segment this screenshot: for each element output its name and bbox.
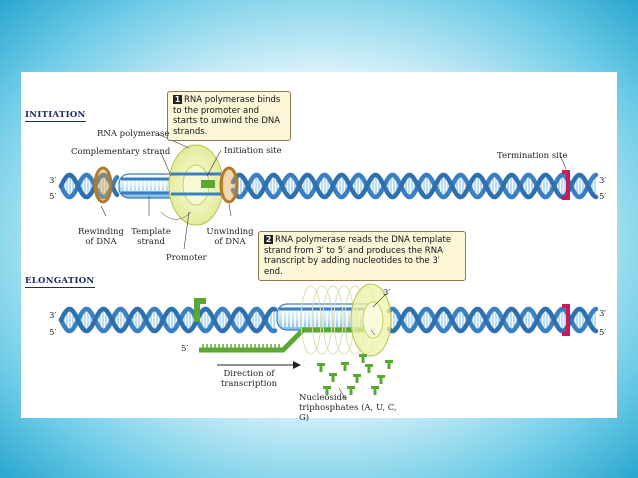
step-1-text: RNA polymerase binds to the promoter and… xyxy=(173,95,281,137)
end-5-left-2: 5′ xyxy=(49,328,57,338)
label-promoter: Promoter xyxy=(166,253,207,263)
step-2-badge: 2 xyxy=(264,235,273,244)
label-rna-polymerase: RNA polymerase xyxy=(97,129,170,139)
rna-3-end: 3′ xyxy=(383,288,391,298)
rewinding-arrow xyxy=(93,166,113,204)
direction-arrow xyxy=(217,361,301,369)
label-nucleoside-triphosphates: Nucleoside triphosphates (A, U, C, G) xyxy=(299,393,397,423)
label-template-strand: Template strand xyxy=(131,227,171,247)
rna-transcript xyxy=(199,327,371,353)
dna-helix-initiation xyxy=(58,172,599,200)
label-unwinding-of-dna: Unwinding of DNA xyxy=(206,227,254,247)
label-direction-of-transcription: Direction of transcription xyxy=(220,369,278,389)
rna-polymerase-initiation xyxy=(160,144,224,226)
end-3-left-2: 3′ xyxy=(49,311,57,321)
transcription-diagram xyxy=(58,133,599,401)
label-complementary-strand: Complementary strand xyxy=(71,147,171,157)
step-2-text: RNA polymerase reads the DNA template st… xyxy=(264,235,452,277)
end-3-left-1: 3′ xyxy=(49,176,57,186)
label-initiation-site: Initiation site xyxy=(224,146,282,156)
end-5-right-2: 5′ xyxy=(599,328,607,338)
end-3-right-2: 3′ xyxy=(599,309,607,319)
leader-lines xyxy=(100,133,567,401)
rna-5-end: 5′ xyxy=(181,344,189,354)
termination-marker-initiation xyxy=(562,170,570,200)
unwinding-arrow xyxy=(219,166,239,204)
label-rewinding-of-dna: Rewinding of DNA xyxy=(78,227,124,247)
end-5-right-1: 5′ xyxy=(599,192,607,202)
end-5-left-1: 5′ xyxy=(49,192,57,202)
promoter-marker-elongation xyxy=(194,298,206,322)
nucleoside-triphosphate-cluster xyxy=(317,354,393,395)
section-elongation: ELONGATION xyxy=(25,276,95,288)
label-termination-site: Termination site xyxy=(497,151,568,161)
end-3-right-1: 3′ xyxy=(599,176,607,186)
step-1-badge: 1 xyxy=(173,95,182,104)
termination-marker-elongation xyxy=(562,304,570,336)
rna-polymerase-elongation xyxy=(300,283,392,357)
section-initiation: INITIATION xyxy=(25,110,86,122)
